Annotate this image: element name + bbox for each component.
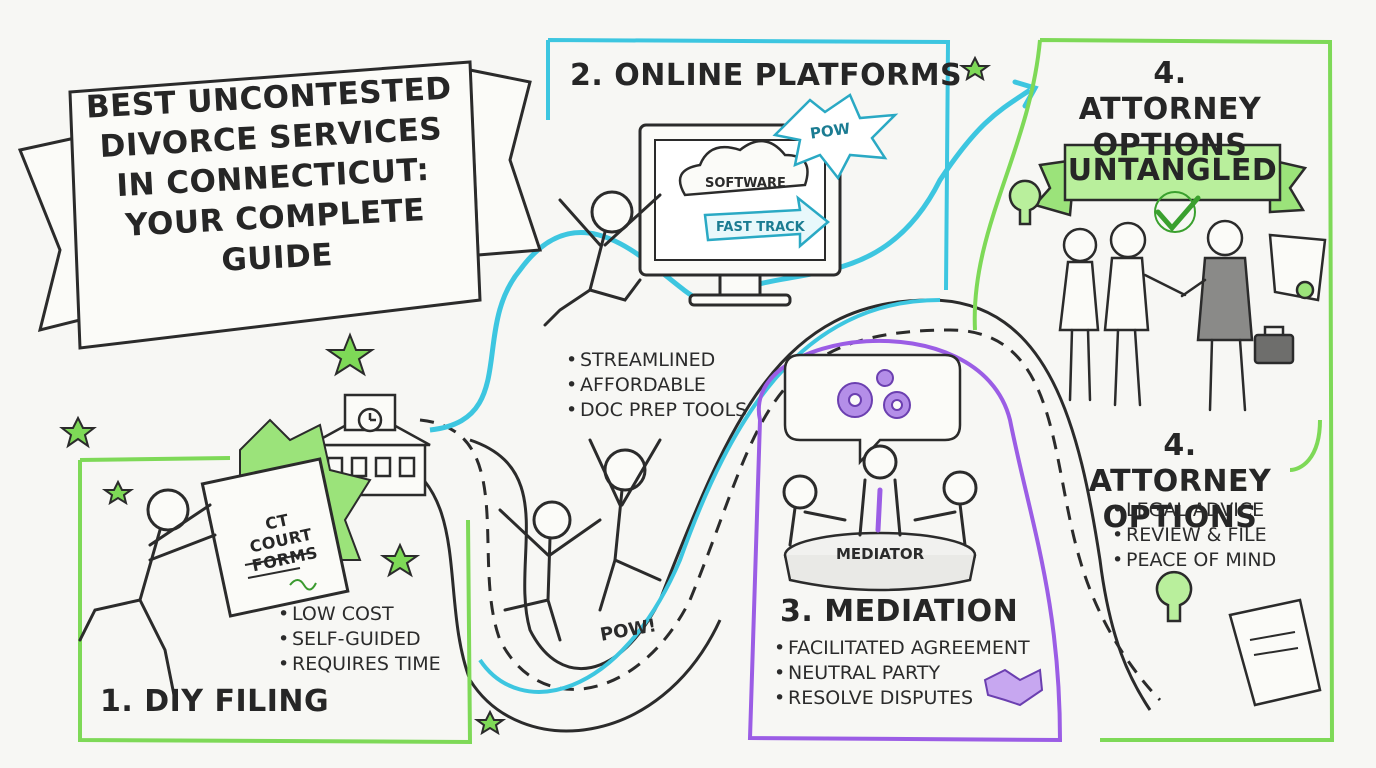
mediator-label: MEDIATOR [836, 545, 925, 563]
list-item: REQUIRES TIME [278, 652, 441, 677]
list-item: SELF-GUIDED [278, 627, 441, 652]
attorney-heading-top: 4. ATTORNEY OPTIONS [1070, 56, 1270, 164]
checkmark-icon [1155, 195, 1201, 232]
list-item: REVIEW & FILE [1112, 523, 1276, 548]
gear-icon [837, 369, 911, 419]
attorney-heading-top-line-1: 4. ATTORNEY [1078, 56, 1262, 127]
speech-bubble [783, 353, 962, 466]
briefcase-icon [1253, 333, 1295, 365]
stick-figure-pushing [78, 488, 217, 702]
untangled-label: UNTANGLED [1067, 153, 1278, 188]
online-frame [546, 38, 951, 291]
mediation-bullets: FACILITATED AGREEMENT NEUTRAL PARTY RESO… [774, 636, 1030, 711]
attorney-figures [1058, 219, 1254, 412]
title-banner [17, 60, 543, 350]
star-icon [59, 55, 992, 736]
stick-figures-celebrating [498, 438, 662, 642]
list-item: AFFORDABLE [566, 373, 747, 398]
list-item: NEUTRAL PARTY [774, 661, 1030, 686]
page-title: BEST UNCONTESTED DIVORCE SERVICES IN CON… [85, 70, 453, 279]
mediation-heading: 3. MEDIATION [780, 594, 1019, 629]
list-item: PEACE OF MIND [1112, 548, 1276, 573]
fast-track-label: FAST TRACK [716, 220, 805, 235]
online-heading: 2. ONLINE PLATFORMS [570, 58, 963, 93]
mediator-figures [782, 444, 978, 547]
list-item: LEGAL ADVICE [1112, 498, 1276, 523]
pow-burst [772, 93, 899, 181]
online-bullets: STREAMLINED AFFORDABLE DOC PREP TOOLS [566, 348, 747, 423]
untangled-ribbon [1032, 143, 1308, 217]
stick-figure-jumping [543, 190, 662, 327]
list-item: FACILITATED AGREEMENT [774, 636, 1030, 661]
attorney-frame [972, 38, 1335, 742]
list-item: STREAMLINED [566, 348, 747, 373]
attorney-heading-top-line-2: OPTIONS [1092, 128, 1248, 163]
lightbulb-icon [1008, 179, 1193, 623]
diy-frame [78, 456, 473, 745]
fast-track-arrow [703, 194, 830, 249]
diy-bullets: LOW COST SELF-GUIDED REQUIRES TIME [278, 602, 441, 677]
diy-heading: 1. DIY FILING [100, 684, 330, 719]
attorney-heading-bottom-line-1: 4. ATTORNEY [1088, 428, 1272, 499]
list-item: LOW COST [278, 602, 441, 627]
software-label: SOFTWARE [705, 176, 786, 191]
attorney-bullets: LEGAL ADVICE REVIEW & FILE PEACE OF MIND [1112, 498, 1276, 573]
scroll-icon [1228, 233, 1327, 707]
list-item: DOC PREP TOOLS [566, 398, 747, 423]
mediation-table [783, 531, 977, 592]
list-item: RESOLVE DISPUTES [774, 686, 1030, 711]
